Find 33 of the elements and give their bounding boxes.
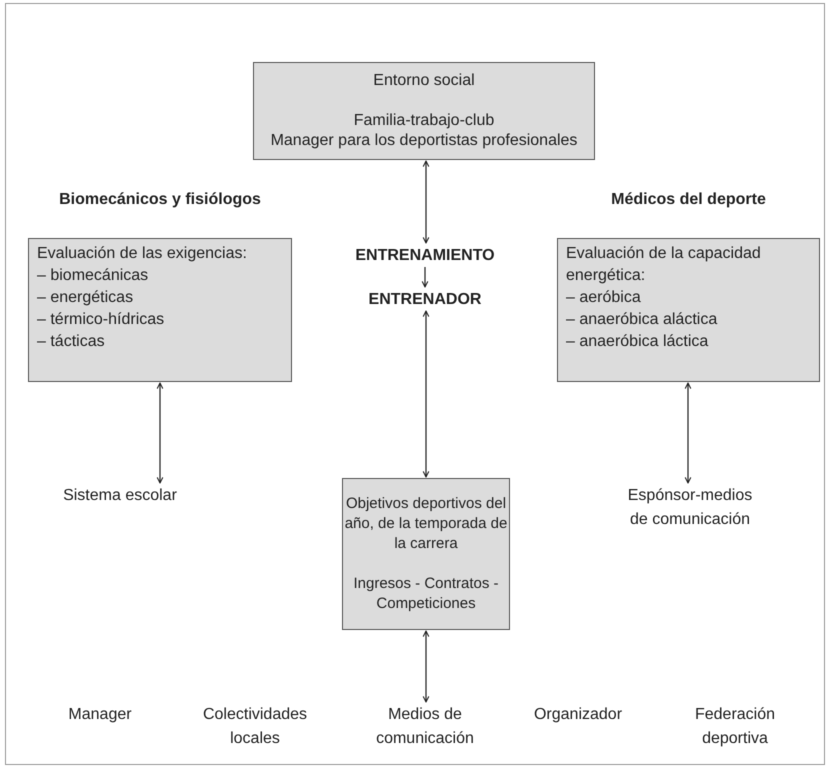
process-box <box>253 62 595 160</box>
group-heading: Médicos del deporte <box>610 190 767 210</box>
box-text: Familia-trabajo-club <box>354 111 494 131</box>
list-item: – biomecánicas <box>37 266 150 286</box>
label-text: Organizador <box>532 705 624 725</box>
arrow <box>422 267 428 288</box>
box-heading: Evaluación de las exigencias: <box>37 244 248 264</box>
node-text: Medios de comunicación <box>375 705 475 749</box>
double-arrow <box>422 160 430 244</box>
box-text: Objetivos deportivos del año, de la temporada de la carrera <box>344 494 508 554</box>
box-text: Ingresos - Contratos - Competiciones <box>352 574 500 614</box>
box-text: Entorno social <box>373 71 475 91</box>
double-arrow <box>684 382 692 484</box>
group-heading: Biomecánicos y fisiólogos <box>58 190 262 210</box>
list-item: – térmico-hídricas <box>37 310 166 330</box>
label-text: Colectividades locales <box>202 705 308 749</box>
list-item: – aeróbica <box>566 288 642 308</box>
label-text: Federación deportiva <box>694 705 776 749</box>
list-item: – tácticas <box>37 332 106 352</box>
list-item: – energéticas <box>37 288 134 308</box>
center-heading: ENTRENAMIENTO <box>355 246 495 266</box>
process-box <box>342 478 510 630</box>
double-arrow <box>422 630 430 703</box>
double-arrow <box>422 310 430 478</box>
box-heading: Evaluación de la capacidad energética: <box>566 244 762 286</box>
label-text: Manager <box>67 705 133 725</box>
center-heading: ENTRENADOR <box>368 290 482 310</box>
node-text: Sistema escolar <box>63 486 177 506</box>
node-text: Espónsor-medios de comunicación <box>626 486 754 530</box>
list-item: – anaeróbica aláctica <box>566 310 718 330</box>
double-arrow <box>156 382 164 484</box>
list-item: – anaeróbica láctica <box>566 332 710 352</box>
box-text: Manager para los deportistas profesionales <box>270 131 578 151</box>
